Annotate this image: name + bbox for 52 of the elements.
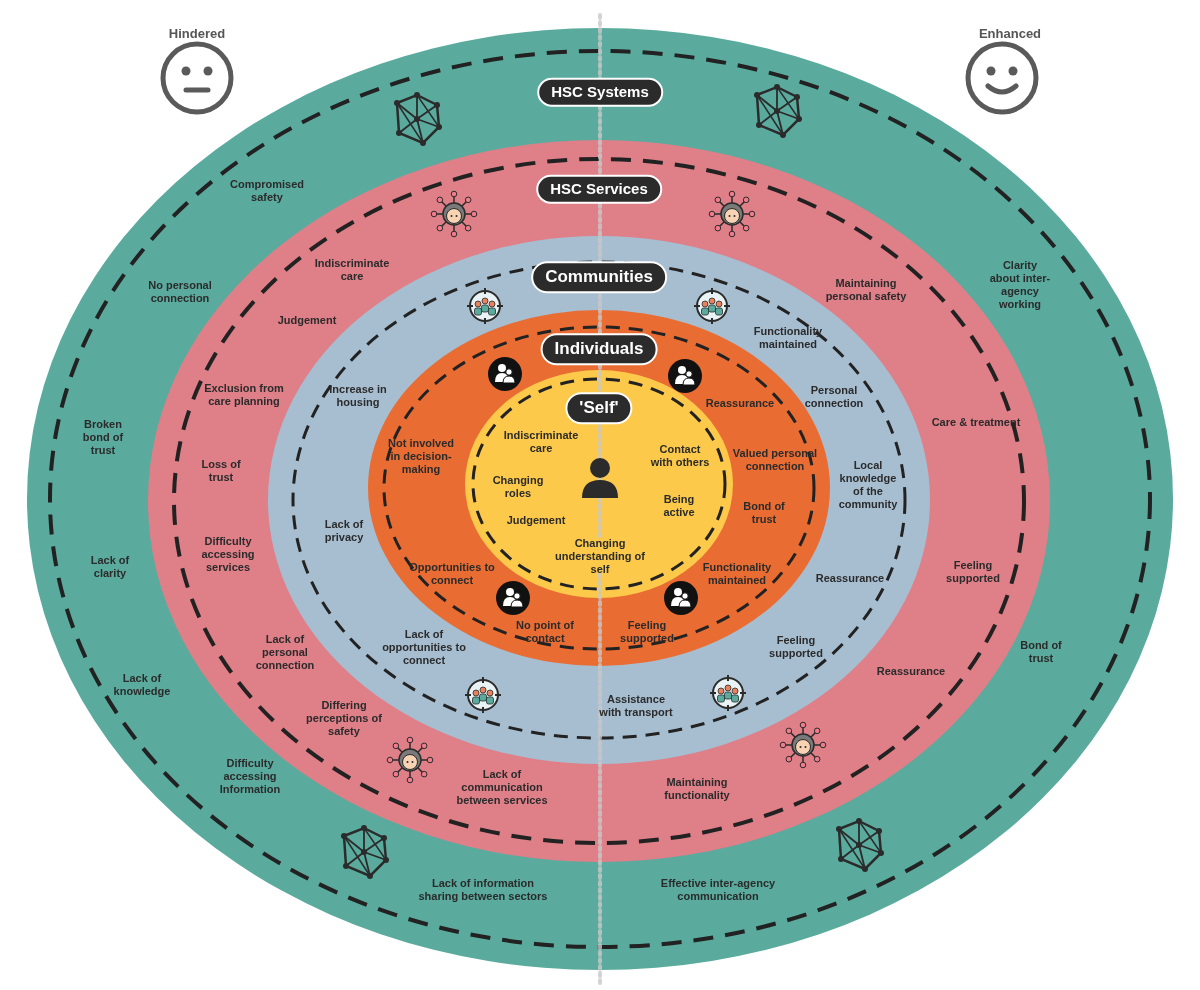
factor-label: Lack of privacy — [323, 518, 365, 544]
factor-label: Reassurance — [704, 396, 776, 410]
ring-title: HSC Services — [536, 174, 662, 204]
factor-label: Lack of information sharing between sectors — [417, 877, 549, 903]
factor-label: Loss of trust — [200, 458, 242, 484]
factor-label: Increase in housing — [328, 383, 388, 409]
factor-label: Feeling supported — [768, 634, 824, 660]
factor-label: Functionality maintained — [701, 561, 773, 587]
factor-label: Maintaining personal safety — [824, 277, 908, 303]
factor-label: Lack of personal connection — [254, 632, 316, 672]
ring-title: HSC Systems — [537, 77, 663, 107]
factor-label: Difficulty accessing Information — [218, 756, 282, 796]
factor-label: Exclusion from care planning — [203, 382, 285, 408]
ring-title: 'Self' — [565, 392, 633, 424]
ring-title: Communities — [531, 261, 667, 293]
factor-label: Feeling supported — [619, 619, 675, 645]
factor-label: Bond of trust — [1019, 639, 1063, 665]
ring-title: Individuals — [540, 333, 658, 365]
factor-label: Reassurance — [814, 571, 886, 585]
factor-label: Opportunities to connect — [408, 561, 496, 587]
factor-label: Personal connection — [803, 384, 865, 410]
factor-label: Maintaining functionality — [663, 776, 731, 802]
scale-label: Enhanced — [978, 25, 1042, 44]
factor-label: Lack of communication between services — [455, 767, 549, 807]
factor-label: Bond of trust — [742, 500, 786, 526]
factor-label: Assistance with transport — [598, 693, 674, 719]
factor-label: Valued personal connection — [732, 447, 818, 473]
factor-label: Difficulty accessing services — [200, 534, 256, 574]
factor-label: Effective inter-agency communication — [660, 877, 776, 903]
factor-label: Feeling supported — [945, 559, 1001, 585]
factor-label: Care & treatment — [931, 415, 1021, 429]
factor-label: Compromised safety — [229, 178, 305, 204]
factor-label: Lack of clarity — [89, 554, 131, 580]
factor-label: Reassurance — [875, 664, 947, 678]
scale-label: Hindered — [168, 25, 226, 44]
factor-label: Indiscriminate care — [313, 257, 391, 283]
factor-label: Contact with others — [650, 443, 710, 469]
factor-label: Lack of knowledge — [112, 672, 172, 698]
factor-label: Differing perceptions of safety — [305, 698, 383, 738]
factor-label: Changing roles — [491, 474, 545, 500]
factor-label: Lack of opportunities to connect — [381, 627, 467, 667]
factor-label: Indiscriminate care — [502, 429, 580, 455]
factor-label: Not involved in decision-making — [388, 436, 454, 476]
factor-label: Judgement — [505, 513, 567, 527]
factor-label: Clarity about inter-agency working — [989, 259, 1051, 311]
factor-label: Changing understanding of self — [554, 536, 646, 576]
factor-label: Broken bond of trust — [81, 417, 125, 457]
factor-label: Judgement — [276, 313, 338, 327]
factor-label: No personal connection — [147, 279, 213, 305]
factor-label: Local knowledge of the community — [837, 459, 899, 511]
factor-label: Being active — [662, 493, 696, 519]
factor-label: No point of contact — [514, 619, 575, 645]
